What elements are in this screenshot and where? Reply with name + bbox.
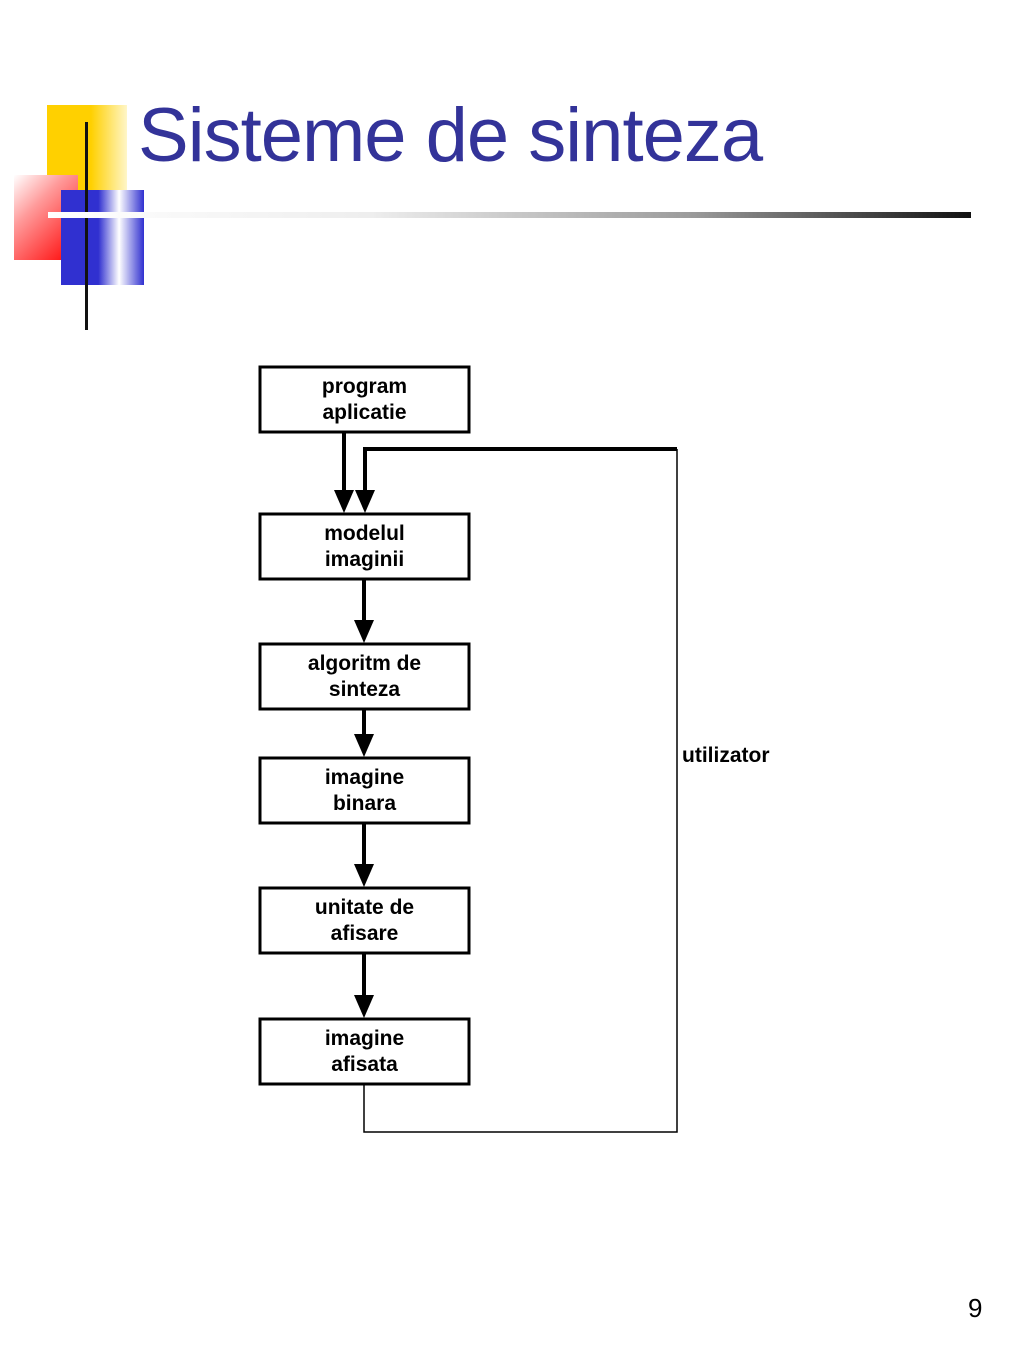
node-modelul-imaginii: modelul imaginii bbox=[258, 512, 471, 581]
arrow-algoritm-to-binara bbox=[354, 709, 374, 757]
arrow-program-to-model bbox=[334, 432, 354, 513]
title-underline bbox=[48, 212, 971, 218]
node-label-line: modelul bbox=[324, 522, 405, 545]
node-algoritm-de-sinteza: algoritm de sinteza bbox=[258, 642, 471, 711]
node-label-line: afisare bbox=[331, 922, 399, 945]
node-label-line: imaginii bbox=[325, 548, 404, 571]
node-label-line: binara bbox=[333, 792, 396, 815]
arrow-binara-to-afisare bbox=[354, 823, 374, 887]
node-label-line: program bbox=[322, 375, 407, 398]
decor-blue-square bbox=[61, 190, 144, 285]
page-title: Sisteme de sinteza bbox=[138, 93, 763, 178]
arrow-model-to-algoritm bbox=[354, 579, 374, 643]
node-label-line: imagine bbox=[325, 1027, 404, 1050]
arrow-afisare-to-afisata bbox=[354, 953, 374, 1018]
feedback-label: utilizator bbox=[682, 744, 770, 767]
node-label-line: imagine bbox=[325, 766, 404, 789]
decor-vertical-line bbox=[85, 122, 88, 330]
node-label-line: sinteza bbox=[329, 678, 401, 701]
page-number: 9 bbox=[968, 1293, 983, 1323]
node-imagine-afisata: imagine afisata bbox=[258, 1017, 471, 1086]
node-label-line: aplicatie bbox=[322, 401, 406, 424]
node-program-aplicatie: program aplicatie bbox=[258, 365, 471, 434]
node-imagine-binara: imagine binara bbox=[258, 756, 471, 825]
node-label-line: algoritm de bbox=[308, 652, 421, 675]
node-label-line: afisata bbox=[331, 1053, 398, 1076]
feedback-loop bbox=[355, 447, 678, 1133]
node-unitate-de-afisare: unitate de afisare bbox=[258, 886, 471, 955]
node-label-line: unitate de bbox=[315, 896, 414, 919]
